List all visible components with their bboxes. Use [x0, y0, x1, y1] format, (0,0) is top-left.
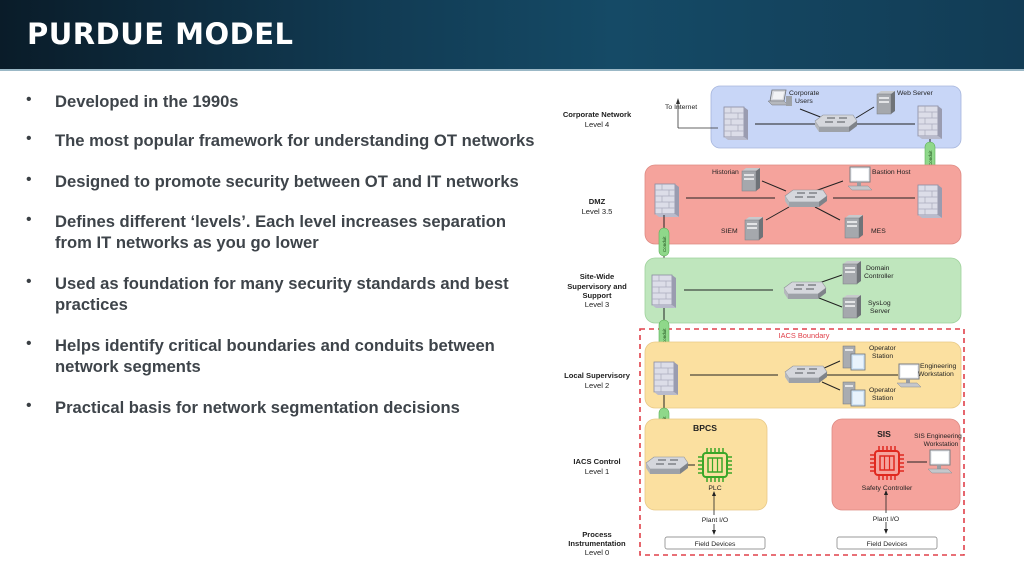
- conduit-label: Conduit: [662, 236, 667, 252]
- level-35-label: Level 3.5: [582, 207, 613, 216]
- engineering-workstation-label-1: Engineering: [920, 363, 956, 370]
- switch-icon: [784, 189, 828, 208]
- sis-title: SIS: [877, 429, 891, 439]
- sis-workstation-label-1: SIS Engineering: [914, 433, 962, 440]
- server-icon: [744, 216, 764, 241]
- firewall-icon: [651, 274, 677, 309]
- level-3-name-3: Support: [582, 291, 612, 300]
- bullet-glyph: •: [26, 91, 32, 108]
- server-icon: [844, 214, 864, 239]
- plc-label: PLC: [708, 485, 721, 492]
- bullet-glyph: •: [26, 273, 32, 290]
- iacs-boundary: [639, 328, 965, 556]
- slide-title: PURDUE MODEL: [27, 17, 294, 51]
- firewall-icon: [723, 106, 749, 141]
- conduit-label: Conduit: [928, 150, 933, 166]
- level-1-label: Level 1: [585, 467, 610, 476]
- level-35-name: DMZ: [589, 197, 606, 206]
- internet-link: [677, 103, 718, 129]
- bullet-glyph: •: [26, 171, 32, 188]
- plant-io-label: Plant I/O: [702, 517, 728, 524]
- arrow-up-icon: [884, 490, 888, 495]
- operator-station-label-2: Station: [872, 395, 893, 402]
- bullet-text: Used as foundation for many security sta…: [55, 274, 509, 314]
- firewall-icon: [917, 184, 943, 219]
- bullet-glyph: •: [26, 211, 32, 228]
- server-icon: [876, 90, 896, 115]
- historian-label: Historian: [712, 169, 739, 176]
- level-3-name-1: Site-Wide: [580, 272, 615, 281]
- plant-io-label: Plant I/O: [873, 516, 899, 523]
- sis-workstation-label-2: Workstation: [924, 441, 959, 448]
- level-3-name-2: Supervisory and: [567, 282, 627, 291]
- level-0-name-1: Process: [582, 530, 612, 539]
- safety-controller-label: Safety Controller: [862, 485, 913, 492]
- sis-zone: [831, 418, 961, 511]
- operator-station-label-2: Station: [872, 353, 893, 360]
- field-devices-label: Field Devices: [695, 541, 736, 548]
- bullet-text: The most popular framework for understan…: [55, 131, 535, 150]
- field-devices-box: [664, 536, 766, 550]
- arrow-down-icon: [712, 530, 716, 535]
- server-icon: [842, 294, 862, 319]
- operator-station-label-1: Operator: [869, 387, 897, 394]
- bullet-text: Defines different ‘levels’. Each level i…: [55, 212, 507, 252]
- switch-icon: [783, 281, 827, 300]
- level-2-label: Level 2: [585, 381, 610, 390]
- server-icon: [842, 260, 862, 285]
- firewall-icon: [654, 183, 680, 218]
- bastion-host-label: Bastion Host: [872, 169, 911, 176]
- corporate-users-label-2: Users: [795, 98, 813, 105]
- arrow-up-icon: [712, 491, 716, 496]
- arrow-up-icon: [676, 98, 680, 104]
- level-2-name: Local Supervisory: [564, 371, 631, 380]
- bullet-glyph: •: [26, 130, 32, 147]
- switch-icon: [814, 114, 858, 133]
- corporate-users-label-1: Corporate: [789, 90, 819, 97]
- operator-station-label-1: Operator: [869, 345, 897, 352]
- bullet-text: Developed in the 1990s: [55, 92, 239, 111]
- field-devices-label: Field Devices: [867, 541, 908, 548]
- monitor-icon: [847, 166, 873, 191]
- bullet-glyph: •: [26, 397, 32, 414]
- level-0-name-2: Instrumentation: [568, 539, 626, 548]
- firewall-icon: [917, 105, 943, 140]
- switch-icon: [645, 456, 689, 475]
- bullet-text: Practical basis for network segmentation…: [55, 398, 460, 417]
- mes-label: MES: [871, 228, 886, 235]
- bullet-text: Helps identify critical boundaries and c…: [55, 336, 495, 376]
- level-3-label: Level 3: [585, 300, 610, 309]
- monitor-icon: [927, 449, 953, 474]
- bpcs-zone: [644, 418, 768, 511]
- siem-label: SIEM: [721, 228, 738, 235]
- slide-header: PURDUE MODEL: [0, 0, 1024, 71]
- bullet-glyph: •: [26, 335, 32, 352]
- syslog-server-label-1: SysLog: [868, 300, 891, 307]
- field-devices-box: [836, 536, 938, 550]
- arrow-down-icon: [884, 529, 888, 534]
- syslog-server-label-2: Server: [870, 308, 891, 315]
- level-4-name: Corporate Network: [563, 110, 632, 119]
- firewall-icon: [653, 361, 679, 396]
- bpcs-title: BPCS: [693, 423, 717, 433]
- to-internet-label: To Internet: [665, 104, 697, 111]
- server-icon: [741, 167, 761, 192]
- domain-controller-label-2: Controller: [864, 273, 894, 280]
- level-0-label: Level 0: [585, 548, 610, 557]
- level-1-name: IACS Control: [573, 457, 620, 466]
- iacs-boundary-label: IACS Boundary: [779, 331, 830, 340]
- conduit-label: Conduit: [662, 328, 667, 344]
- level-4-label: Level 4: [585, 120, 610, 129]
- engineering-workstation-label-2: Workstation: [918, 371, 954, 378]
- bullet-text: Designed to promote security between OT …: [55, 172, 519, 191]
- domain-controller-label-1: Domain: [866, 265, 890, 272]
- web-server-label: Web Server: [897, 90, 933, 97]
- switch-icon: [784, 365, 828, 384]
